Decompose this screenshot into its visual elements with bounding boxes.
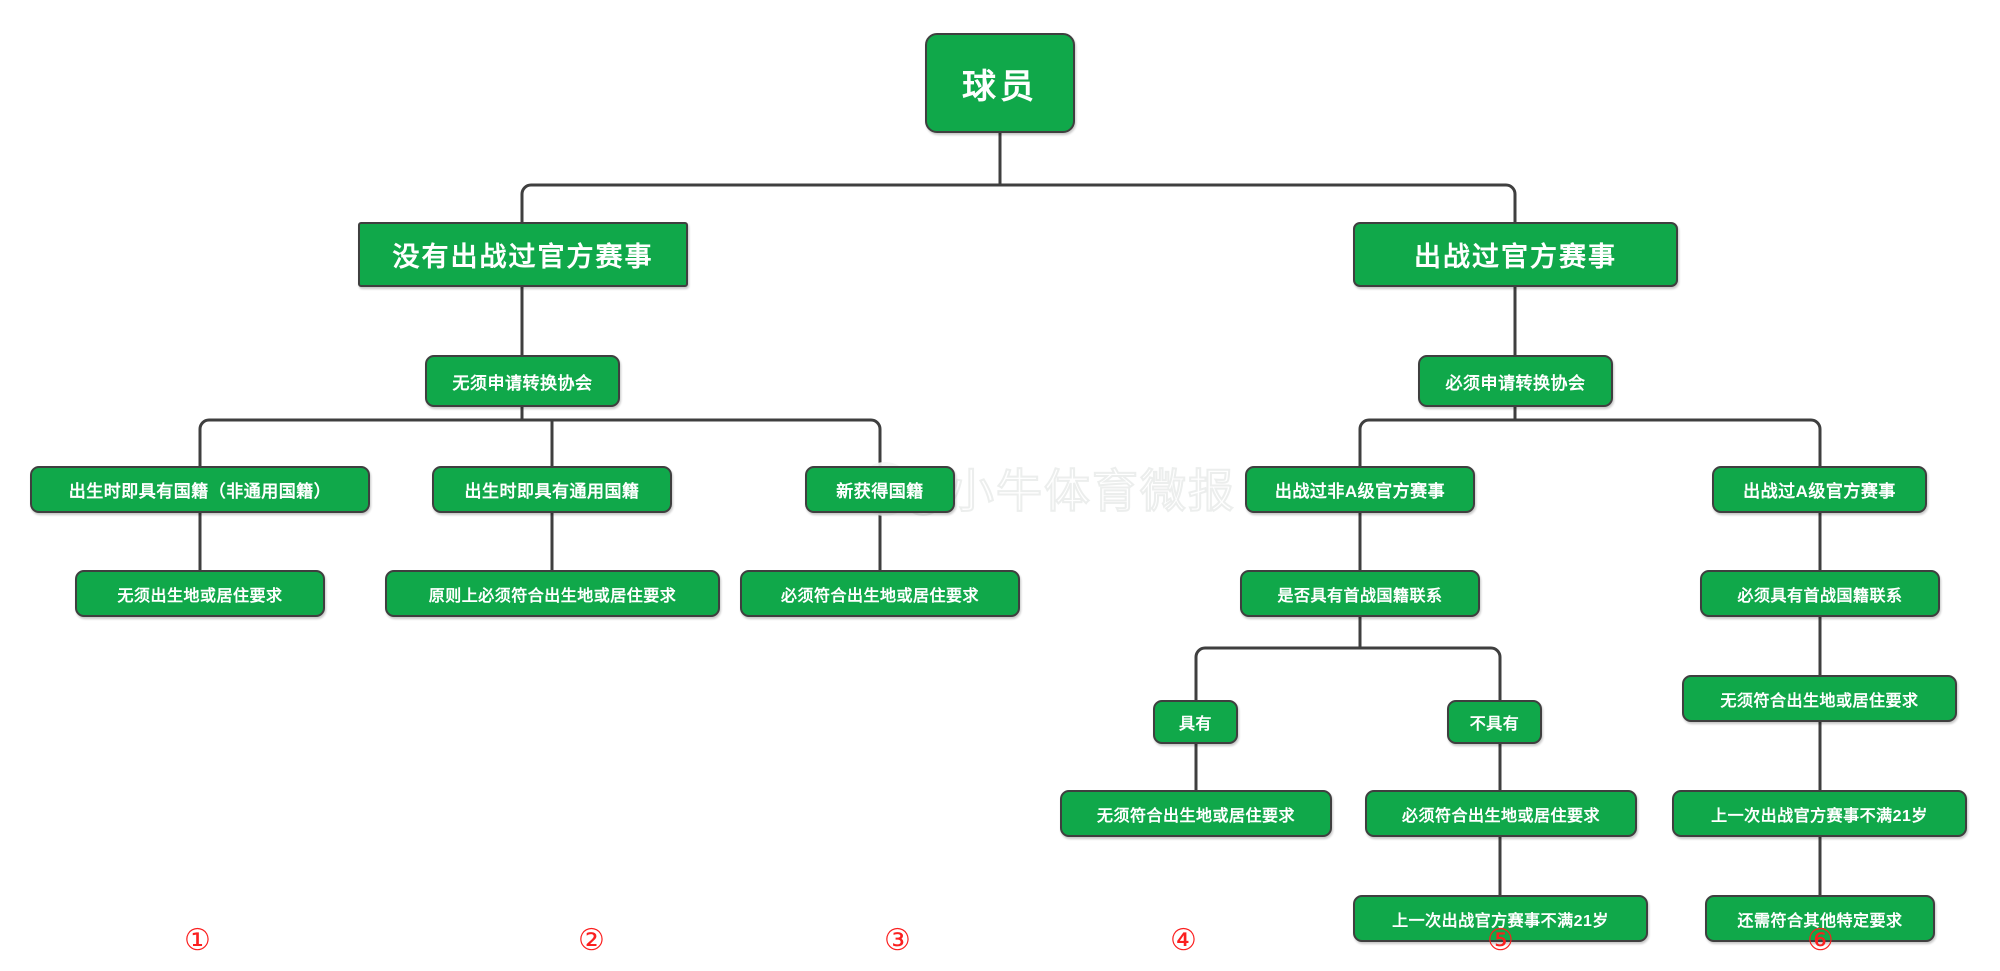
node-a-level-no-birthplace-requirement[interactable]: 无须符合出生地或居住要求 bbox=[1682, 675, 1957, 722]
node-other-specific-requirements[interactable]: 还需符合其他特定要求 bbox=[1705, 895, 1935, 942]
node-no-must-meet-birthplace-requirement[interactable]: 必须符合出生地或居住要求 bbox=[1365, 790, 1637, 837]
node-has-link-no[interactable]: 不具有 bbox=[1447, 700, 1542, 744]
node-has-link-yes[interactable]: 具有 bbox=[1153, 700, 1238, 744]
marker-4: ④ bbox=[1170, 923, 1197, 958]
node-played-a-level-match[interactable]: 出战过A级官方赛事 bbox=[1712, 466, 1927, 513]
node-root-player[interactable]: 球员 bbox=[925, 33, 1075, 133]
node-played-non-a-level-match[interactable]: 出战过非A级官方赛事 bbox=[1245, 466, 1475, 513]
node-no-transfer-application[interactable]: 无须申请转换协会 bbox=[425, 355, 620, 407]
node-must-have-first-match-nationality-link[interactable]: 必须具有首战国籍联系 bbox=[1700, 570, 1940, 617]
node-played-official-match[interactable]: 出战过官方赛事 bbox=[1353, 222, 1678, 287]
marker-1: ① bbox=[184, 923, 211, 958]
marker-6: ⑥ bbox=[1807, 923, 1834, 958]
node-principle-must-meet-birthplace-residency[interactable]: 原则上必须符合出生地或居住要求 bbox=[385, 570, 720, 617]
node-has-first-match-nationality-link-question[interactable]: 是否具有首战国籍联系 bbox=[1240, 570, 1480, 617]
node-common-nationality-at-birth[interactable]: 出生时即具有通用国籍 bbox=[432, 466, 672, 513]
node-non-a-under-21-last-match[interactable]: 上一次出战官方赛事不满21岁 bbox=[1353, 895, 1648, 942]
node-yes-no-birthplace-requirement[interactable]: 无须符合出生地或居住要求 bbox=[1060, 790, 1332, 837]
node-a-level-under-21-last-match[interactable]: 上一次出战官方赛事不满21岁 bbox=[1672, 790, 1967, 837]
marker-5: ⑤ bbox=[1487, 923, 1514, 958]
node-no-official-match[interactable]: 没有出战过官方赛事 bbox=[358, 222, 688, 287]
node-nationality-at-birth-non-common[interactable]: 出生时即具有国籍（非通用国籍） bbox=[30, 466, 370, 513]
watermark-text: @小牛体育微报 bbox=[899, 463, 1236, 519]
node-must-meet-birthplace-residency-left[interactable]: 必须符合出生地或居住要求 bbox=[740, 570, 1020, 617]
marker-2: ② bbox=[578, 923, 605, 958]
node-no-birthplace-residency-requirement[interactable]: 无须出生地或居住要求 bbox=[75, 570, 325, 617]
node-newly-acquired-nationality[interactable]: 新获得国籍 bbox=[805, 466, 955, 513]
node-must-apply-transfer[interactable]: 必须申请转换协会 bbox=[1418, 355, 1613, 407]
marker-3: ③ bbox=[884, 923, 911, 958]
